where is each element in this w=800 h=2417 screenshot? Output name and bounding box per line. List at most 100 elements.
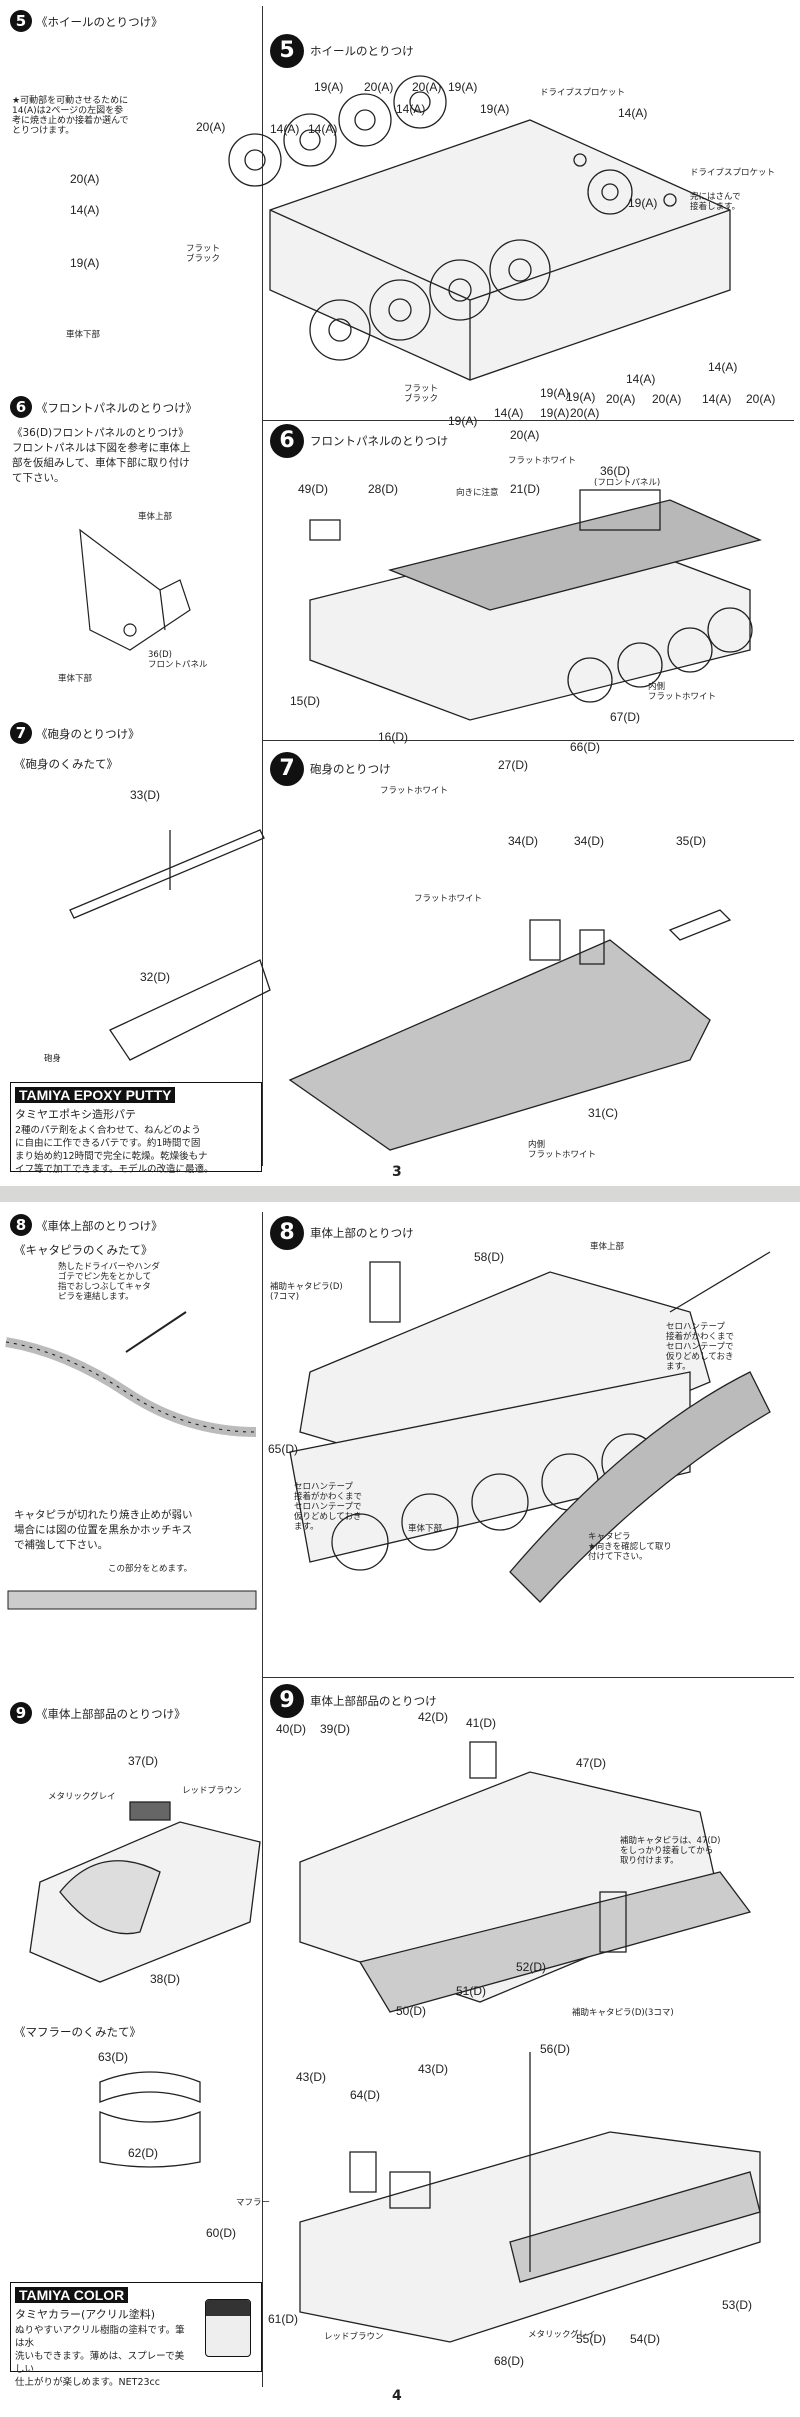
part-label: 39(D) xyxy=(320,1722,351,1736)
step-title: 砲身のとりつけ xyxy=(310,762,391,776)
part-label: 20(A) xyxy=(70,172,100,186)
paint-note: フラット ブラック xyxy=(404,384,439,404)
step-title: フロントパネルのとりつけ xyxy=(310,434,449,448)
part-label: 14(A) xyxy=(708,360,738,374)
brand-description: 2種のパテ剤をよく合わせて、ねんどのよう に自由に工作できるパテです。約1時間で… xyxy=(15,1125,214,1175)
part-label: 20(A) xyxy=(510,428,540,442)
column-divider xyxy=(262,6,263,1166)
step-note: キャタピラが切れたり焼き止めが弱い 場合には図の位置を黒糸かホッチキス で補強し… xyxy=(14,1509,193,1551)
paint-note: 内側 フラットホワイト xyxy=(528,1140,597,1160)
paint-note: フラットホワイト xyxy=(414,894,483,904)
step-number: 6 xyxy=(270,424,304,458)
instruction-page-3: 5 《ホイールのとりつけ》 ★可動部を可動させるために 14(A)は2ページの左… xyxy=(0,0,800,1186)
part-label: 14(A) xyxy=(308,122,338,136)
part-label: 砲身 xyxy=(44,1054,62,1064)
part-label: 14(A) xyxy=(618,106,648,120)
paint-note: 内側 フラットホワイト xyxy=(648,682,717,702)
part-label: 67(D) xyxy=(610,710,641,724)
section-divider xyxy=(262,420,794,421)
tip-note: 熱したドライバーやハンダ ゴテでピン先をとかして 指でおしつぶしてキャタ ピラを… xyxy=(58,1262,160,1302)
part-label: 63(D) xyxy=(98,2050,129,2064)
tamiya-color-box: TAMIYA COLOR タミヤカラー(アクリル塗料) ぬりやすいアクリル樹脂の… xyxy=(10,2282,262,2388)
part-label: 14(A) xyxy=(626,372,656,386)
track-note: キャタピラ ★向きを確認して取り 付けて下さい。 xyxy=(588,1532,672,1562)
step-number: 8 xyxy=(10,1214,32,1236)
step-title: 《車体上部部品のとりつけ》 xyxy=(36,1707,186,1721)
part-label: 19(A) xyxy=(448,414,478,428)
upper-hull-assembly-drawing xyxy=(289,1251,771,1603)
muffler-drawing xyxy=(99,2071,201,2168)
part-label: 19(A) xyxy=(540,406,570,420)
step-subtitle: 《砲身のくみたて》 xyxy=(14,757,118,771)
part-label: 54(D) xyxy=(630,2332,661,2346)
step-title: 車体上部部品のとりつけ xyxy=(310,1694,437,1708)
front-panel-detail xyxy=(79,528,191,651)
upper-parts-assembly-drawing xyxy=(299,1741,752,2013)
step-title: 《フロントパネルのとりつけ》 xyxy=(36,401,198,415)
part-label: 16(D) xyxy=(378,730,409,744)
part-label: 34(D) xyxy=(574,834,605,848)
step-number: 5 xyxy=(10,10,32,32)
part-label: 33(D) xyxy=(130,788,161,802)
part-note: (フロントパネル) xyxy=(594,478,661,488)
wheel-assembly-drawing xyxy=(228,75,731,381)
section-divider xyxy=(262,740,794,741)
paint-note: メタリックグレイ xyxy=(48,1792,116,1802)
step-title: ホイールのとりつけ xyxy=(310,44,414,58)
part-label: 51(D) xyxy=(456,1984,487,1998)
part-label: 19(A) xyxy=(70,256,100,270)
part-label: 31(C) xyxy=(588,1106,619,1120)
part-label: 47(D) xyxy=(576,1756,607,1770)
hull-parts-drawing xyxy=(29,1801,261,1983)
part-label: 36(D) フロントパネル xyxy=(148,650,208,670)
part-note: 補助キャタピラ(D) (7コマ) xyxy=(270,1282,343,1302)
track-segment-drawing xyxy=(7,1590,257,1610)
barrel-drawing xyxy=(69,829,271,1061)
part-label: 車体上部 xyxy=(138,512,173,522)
part-label: 38(D) xyxy=(150,1972,181,1986)
page-gap xyxy=(0,1186,800,1202)
part-label: 19(A) xyxy=(448,80,478,94)
paint-note: フラットホワイト xyxy=(508,456,577,466)
part-label: 14(A) xyxy=(270,122,300,136)
part-note: マフラー xyxy=(236,2198,271,2208)
part-label: 58(D) xyxy=(474,1250,505,1264)
brand-logo: TAMIYA EPOXY PUTTY xyxy=(15,1087,176,1103)
part-label: 19(A) xyxy=(480,102,510,116)
part-note: 補助キャタピラ(D)(3コマ) xyxy=(572,2008,674,2018)
part-label: 20(A) xyxy=(652,392,682,406)
part-label: 14(A) xyxy=(494,406,524,420)
part-label: 20(A) xyxy=(606,392,636,406)
part-label: 55(D) xyxy=(576,2332,607,2346)
step-number: 7 xyxy=(10,722,32,744)
callout: この部分をとめます。 xyxy=(108,1564,193,1574)
part-label: 60(D) xyxy=(206,2226,237,2240)
step-title: 車体上部のとりつけ xyxy=(310,1226,414,1240)
part-label: 53(D) xyxy=(722,2298,753,2312)
step-title: 《砲身のとりつけ》 xyxy=(36,727,140,741)
part-label: 37(D) xyxy=(128,1754,159,1768)
paint-jar-icon xyxy=(205,2299,251,2357)
step-number: 6 xyxy=(10,396,32,418)
part-label: 20(A) xyxy=(412,80,442,94)
page-number: 3 xyxy=(392,1164,402,1180)
callout: ドライブスプロケット xyxy=(690,168,776,178)
part-label: 19(A) xyxy=(540,386,570,400)
part-label: 27(D) xyxy=(498,758,529,772)
brand-subtitle: タミヤカラー(アクリル塗料) xyxy=(15,2308,156,2321)
brand-subtitle: タミヤエポキシ造形パテ xyxy=(15,1108,136,1121)
step-subtitle: 《マフラーのくみたて》 xyxy=(14,2025,141,2039)
part-label: 34(D) xyxy=(508,834,539,848)
tape-note: セロハンテープ 接着がかわくまで セロハンテープで 仮りどめしておき ます。 xyxy=(294,1482,363,1532)
step-number: 9 xyxy=(10,1702,32,1724)
hull-label: 車体下部 xyxy=(66,330,101,340)
part-label: 50(D) xyxy=(396,2004,427,2018)
step-number: 5 xyxy=(270,34,304,68)
paint-note: レッドブラウン xyxy=(182,1786,242,1796)
part-label: 19(A) xyxy=(314,80,344,94)
part-label: 61(D) xyxy=(268,2312,299,2326)
part-label: 14(A) xyxy=(702,392,732,406)
paint-note: フラットホワイト xyxy=(380,786,449,796)
part-label: 52(D) xyxy=(516,1960,547,1974)
instruction-page-4: 8 《車体上部のとりつけ》 《キャタピラのくみたて》 熱したドライバーやハンダ … xyxy=(0,1202,800,2417)
